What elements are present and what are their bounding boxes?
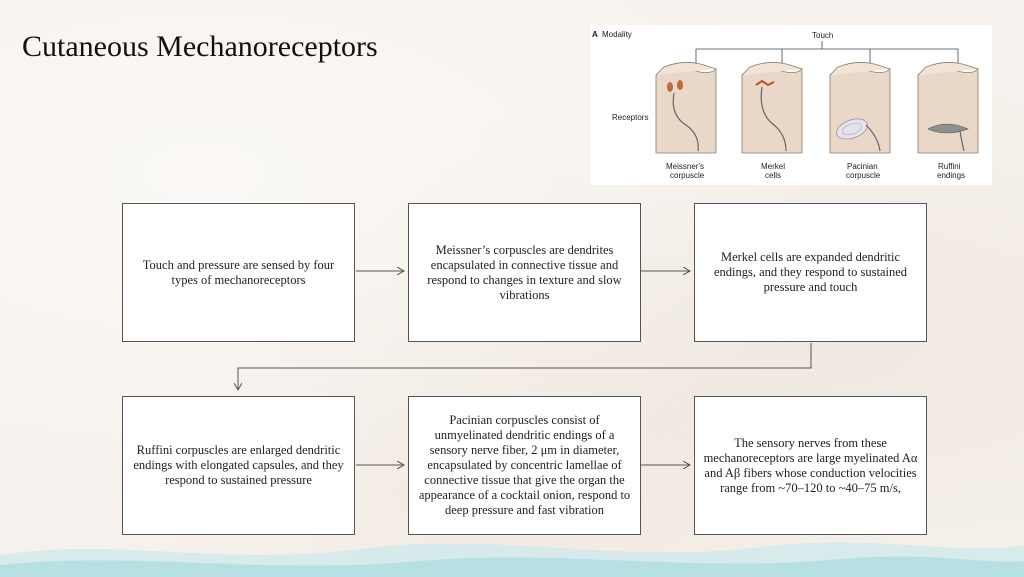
decorative-wave [0, 542, 1024, 577]
flow-box-mechanoreceptor-types: Touch and pressure are sensed by four ty… [122, 203, 355, 342]
receptor-name-pacinian-line1: Pacinian [847, 162, 878, 171]
merkel-illustration [741, 62, 803, 154]
receptor-illustration [655, 41, 979, 154]
flow-box-meissner: Meissner’s corpuscles are dendrites enca… [408, 203, 641, 342]
flow-box-merkel: Merkel cells are expanded dendritic endi… [694, 203, 927, 342]
receptor-name-meissner-line2: corpuscle [670, 171, 705, 180]
receptor-name-ruffini-line1: Ruffini [938, 162, 961, 171]
flow-box-pacinian: Pacinian corpuscles consist of unmyelina… [408, 396, 641, 535]
figure-modality-label: Modality [602, 30, 632, 39]
figure-panel-letter: A [592, 30, 598, 39]
receptor-name-merkel-line2: cells [765, 171, 782, 180]
meissner-illustration [655, 62, 717, 154]
ruffini-illustration [917, 62, 979, 154]
figure-touch-label: Touch [812, 31, 834, 40]
slide-title: Cutaneous Mechanoreceptors [22, 30, 378, 63]
flow-box-sensory-nerves: The sensory nerves from these mechanorec… [694, 396, 927, 535]
receptor-name-pacinian-line2: corpuscle [846, 171, 881, 180]
flow-box-text: Touch and pressure are sensed by four ty… [142, 257, 335, 287]
receptor-figure: A Modality Touch Receptors [590, 25, 992, 185]
receptor-name-ruffini-line2: endings [937, 171, 966, 180]
flow-box-text: Merkel cells are expanded dendritic endi… [713, 250, 908, 294]
flow-box-text: The sensory nerves from these mechanorec… [703, 435, 918, 495]
receptor-name-meissner-line1: Meissner's [666, 162, 704, 171]
flow-box-text: Ruffini corpuscles are enlarged dendriti… [133, 443, 344, 487]
flow-box-text: Pacinian corpuscles consist of unmyelina… [418, 413, 631, 517]
pacinian-illustration [829, 62, 891, 154]
flow-box-ruffini: Ruffini corpuscles are enlarged dendriti… [122, 396, 355, 535]
arrow-3-to-4 [238, 343, 812, 390]
receptor-name-merkel-line1: Merkel [761, 162, 786, 171]
figure-receptors-label: Receptors [612, 113, 649, 122]
flow-box-text: Meissner’s corpuscles are dendrites enca… [427, 242, 622, 302]
